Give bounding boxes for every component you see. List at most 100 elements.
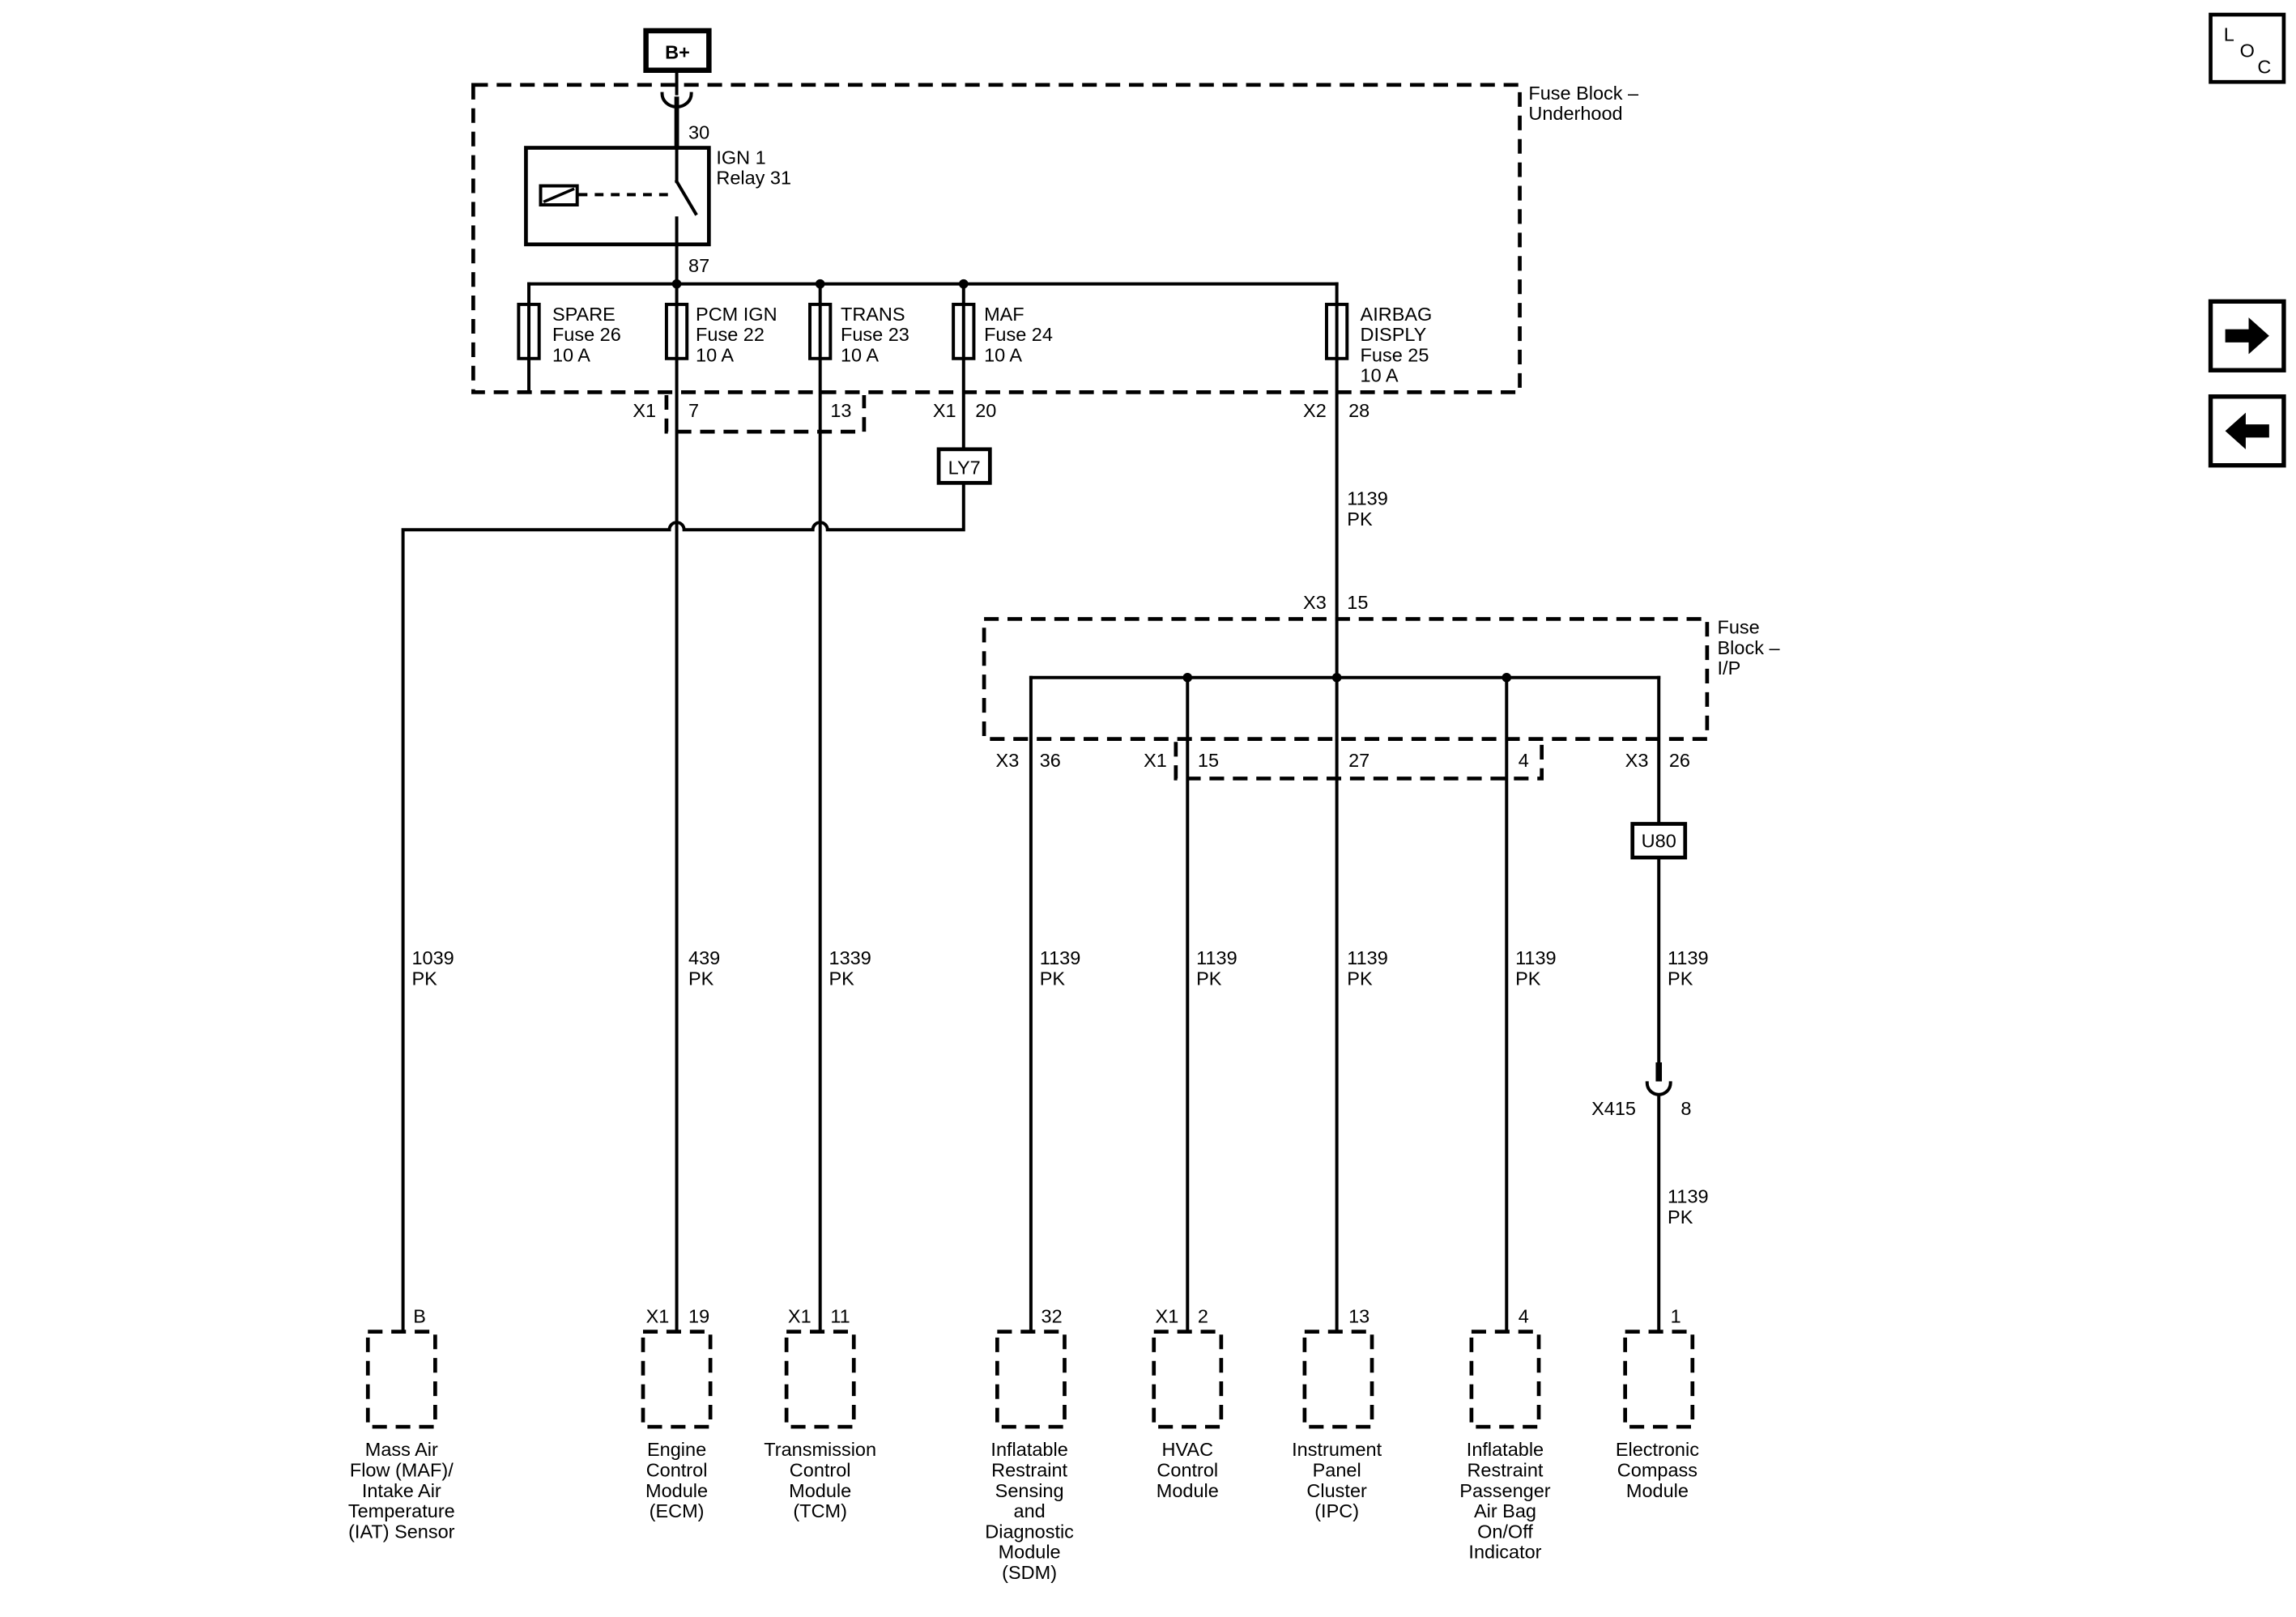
connector-label: X1 <box>1144 750 1167 771</box>
fuse-label-line: MAF <box>984 304 1024 325</box>
module-name-line: Diagnostic <box>985 1521 1074 1542</box>
wire-color: PK <box>1515 968 1541 989</box>
module-name-line: Module <box>1157 1480 1219 1501</box>
module-name-line: Control <box>646 1460 708 1481</box>
module-electronic-compass: 1 Electronic Compass Module <box>1616 1306 1699 1501</box>
pin-label: B <box>413 1306 426 1327</box>
wire-color: PK <box>1347 968 1373 989</box>
wire-color: PK <box>1347 509 1373 530</box>
module-hvac: X1 2 HVAC Control Module <box>1152 1306 1224 1501</box>
module-name-line: Inflatable <box>990 1439 1067 1460</box>
next-page-button[interactable] <box>2208 299 2286 372</box>
fuse-block-underhood-label-2: Underhood <box>1528 103 1622 124</box>
pin-label: 26 <box>1669 750 1690 771</box>
fuse-pcm-ign-label: PCM IGN Fuse 22 10 A <box>696 304 777 366</box>
module-name-line: Flow (MAF)/ <box>350 1460 454 1481</box>
module-name-line: Sensing <box>995 1480 1064 1501</box>
pin-label: 13 <box>830 400 851 421</box>
fuse-block-underhood <box>471 83 1522 394</box>
maf-sensor-wire <box>401 481 965 1334</box>
previous-page-button[interactable] <box>2208 394 2286 468</box>
fuse-block-underhood-label-1: Fuse Block – <box>1528 83 1639 104</box>
connector-label: X1 <box>646 1306 670 1327</box>
module-name-line: Instrument <box>1292 1439 1382 1460</box>
loc-letter-c: C <box>2257 56 2271 77</box>
fuse-label-line: Fuse 22 <box>696 324 765 345</box>
wire-color: PK <box>688 968 714 989</box>
module-name-line: Indicator <box>1468 1542 1541 1563</box>
arrow-left-icon <box>2225 412 2269 449</box>
connector-label: X2 <box>1303 400 1327 421</box>
fuse-block-ip <box>982 617 1710 742</box>
loc-letter-l: L <box>2224 24 2234 45</box>
connector-label: X1 <box>788 1306 811 1327</box>
pin-label: 4 <box>1519 1306 1529 1327</box>
option-ly7-label: LY7 <box>948 457 981 479</box>
wire-color: PK <box>1196 968 1222 989</box>
wire-circuit: 1139 <box>1668 1186 1709 1207</box>
connector-label: X3 <box>1303 592 1327 613</box>
module-name-line: (SDM) <box>1002 1562 1057 1583</box>
pin-label: 7 <box>688 400 699 421</box>
wire-circuit: 1139 <box>1040 947 1081 968</box>
relay-coil <box>539 184 579 207</box>
relay-name-1: IGN 1 <box>716 147 765 168</box>
wire-color: PK <box>1040 968 1066 989</box>
pin-label: 1 <box>1671 1306 1681 1327</box>
module-name-line: Module <box>1626 1480 1689 1501</box>
fuse-label-line: 10 A <box>984 344 1022 365</box>
module-name-line: and <box>1014 1500 1046 1521</box>
fuse-label-line: Fuse 24 <box>984 324 1053 345</box>
relay-input-pin: 30 <box>688 122 709 143</box>
module-name-line: Panel <box>1313 1460 1361 1481</box>
arrow-right-icon <box>2225 317 2269 355</box>
module-passenger-airbag-indicator: 4 Inflatable Restraint Passenger Air Bag… <box>1459 1306 1550 1563</box>
fuse-label-line: 10 A <box>696 344 734 365</box>
module-name-line: Transmission <box>764 1439 876 1460</box>
module-name-line: On/Off <box>1477 1521 1533 1542</box>
pin-label: 32 <box>1042 1306 1063 1327</box>
wire-circuit: 1139 <box>1347 487 1388 509</box>
fuse-spare-label: SPARE Fuse 26 10 A <box>552 304 621 366</box>
fuse-label-line: Fuse 25 <box>1361 344 1429 365</box>
splice-dot <box>815 279 825 289</box>
pin-label: 4 <box>1519 750 1529 771</box>
pin-label: 27 <box>1348 750 1370 771</box>
pin-label: 28 <box>1348 400 1370 421</box>
pin-label: 19 <box>688 1306 709 1327</box>
inline-connector-female <box>1645 1081 1672 1096</box>
pin-label: 2 <box>1198 1306 1208 1327</box>
wire-color: PK <box>829 968 855 989</box>
fuse-block-ip-label-1: Fuse <box>1718 617 1760 638</box>
module-name-line: Module <box>645 1480 708 1501</box>
connector-x1-ip-shared <box>1174 742 1544 781</box>
fuse-label-line: AIRBAG <box>1361 304 1433 325</box>
module-name-line: Restraint <box>1467 1460 1543 1481</box>
loc-letter-o: O <box>2240 40 2255 61</box>
wire-circuit: 1139 <box>1347 947 1388 968</box>
pin-label: 15 <box>1198 750 1219 771</box>
connector-label: X1 <box>633 400 656 421</box>
fuse-label-line: Fuse 23 <box>841 324 909 345</box>
relay-output-pin: 87 <box>688 255 709 276</box>
wire-circuit: 1339 <box>829 947 871 968</box>
location-view-button[interactable]: L O C <box>2209 12 2286 84</box>
fuse-label-line: 10 A <box>1361 365 1399 386</box>
module-name-line: Air Bag <box>1474 1500 1536 1521</box>
module-name-line: Compass <box>1617 1460 1698 1481</box>
module-tcm: X1 11 Transmission Control Module (TCM) <box>764 1306 876 1521</box>
fuse-label-line: TRANS <box>841 304 905 325</box>
wire-circuit: 439 <box>688 947 720 968</box>
module-name-line: (IAT) Sensor <box>348 1521 455 1542</box>
supply-label: B+ <box>665 41 690 62</box>
fuse-trans-label: TRANS Fuse 23 10 A <box>841 304 909 366</box>
module-maf-iat-sensor: B Mass Air Flow (MAF)/ Intake Air Temper… <box>348 1306 455 1543</box>
module-name-line: (ECM) <box>650 1500 705 1521</box>
relay-switch <box>674 179 698 216</box>
module-name-line: Module <box>789 1480 851 1501</box>
module-name-line: Control <box>1157 1460 1218 1481</box>
pin-label: 36 <box>1040 750 1061 771</box>
option-u80-label: U80 <box>1642 830 1676 851</box>
wire-color: PK <box>1668 968 1693 989</box>
